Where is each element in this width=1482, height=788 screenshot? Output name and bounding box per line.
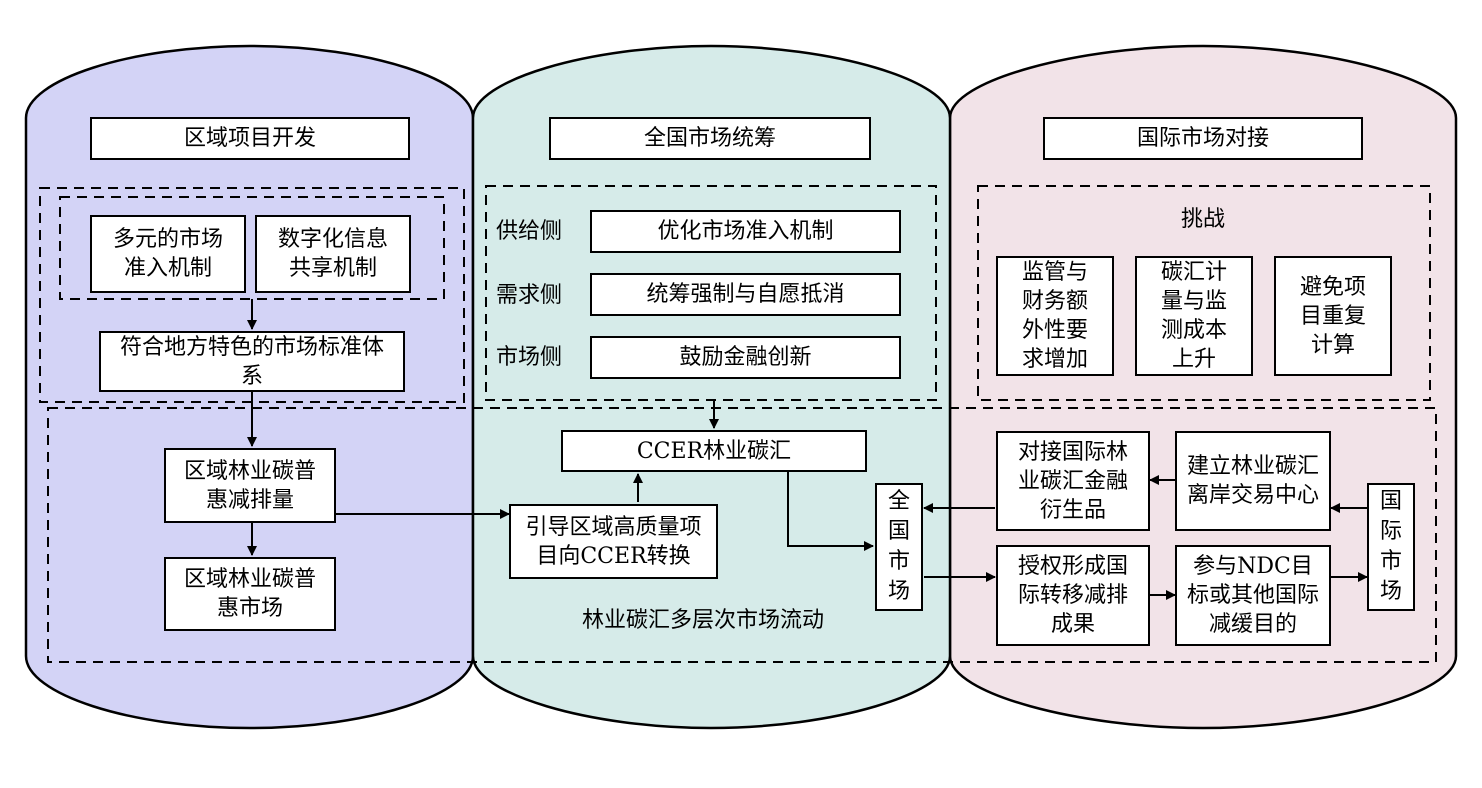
challenge-measurement-box: 碳汇计量与监测成本上升 (1135, 256, 1253, 376)
supply-side-box: 优化市场准入机制 (590, 210, 901, 253)
ndc-participation-box: 参与NDC目标或其他国际减缓目的 (1175, 545, 1331, 646)
digital-info-sharing-box: 数字化信息共享机制 (255, 215, 411, 293)
challenge-regulatory-box: 监管与财务额外性要求增加 (996, 256, 1114, 376)
guide-to-ccer-box: 引导区域高质量项目向CCER转换 (509, 504, 718, 579)
market-side-label: 市场侧 (496, 345, 563, 370)
challenge-double-counting-box: 避免项目重复计算 (1274, 256, 1392, 376)
local-market-standard-box: 符合地方特色的市场标准体系 (99, 331, 405, 392)
international-market-box: 国际市场 (1367, 483, 1415, 611)
right-top-dashed-region (977, 185, 1431, 401)
regional-forestry-reduction-box: 区域林业碳普惠减排量 (164, 448, 336, 523)
bottom-dashed-region (47, 407, 1437, 663)
intl-financial-derivatives-box: 对接国际林业碳汇金融衍生品 (996, 431, 1150, 531)
middle-column-title: 全国市场统筹 (549, 117, 871, 160)
middle-top-dashed-region (485, 185, 937, 401)
ccer-forestry-box: CCER林业碳汇 (561, 430, 867, 472)
left-column-title: 区域项目开发 (90, 117, 410, 160)
offshore-trading-center-box: 建立林业碳汇离岸交易中心 (1175, 431, 1331, 531)
arrow-ccer-to-national (787, 472, 874, 551)
supply-side-label: 供给侧 (496, 219, 563, 244)
national-market-box: 全国市场 (875, 483, 923, 611)
right-column-title: 国际市场对接 (1043, 117, 1363, 160)
regional-forestry-market-box: 区域林业碳普惠市场 (164, 557, 336, 631)
itmo-outcomes-box: 授权形成国际转移减排成果 (996, 545, 1150, 646)
left-inner-dashed-region (59, 196, 445, 300)
market-side-box: 鼓励金融创新 (590, 336, 901, 379)
demand-side-box: 统筹强制与自愿抵消 (590, 273, 901, 316)
challenges-label: 挑战 (1181, 207, 1226, 232)
multi-market-access-box: 多元的市场准入机制 (90, 215, 246, 293)
multi-level-flow-caption: 林业碳汇多层次市场流动 (582, 608, 825, 633)
demand-side-label: 需求侧 (496, 283, 563, 308)
